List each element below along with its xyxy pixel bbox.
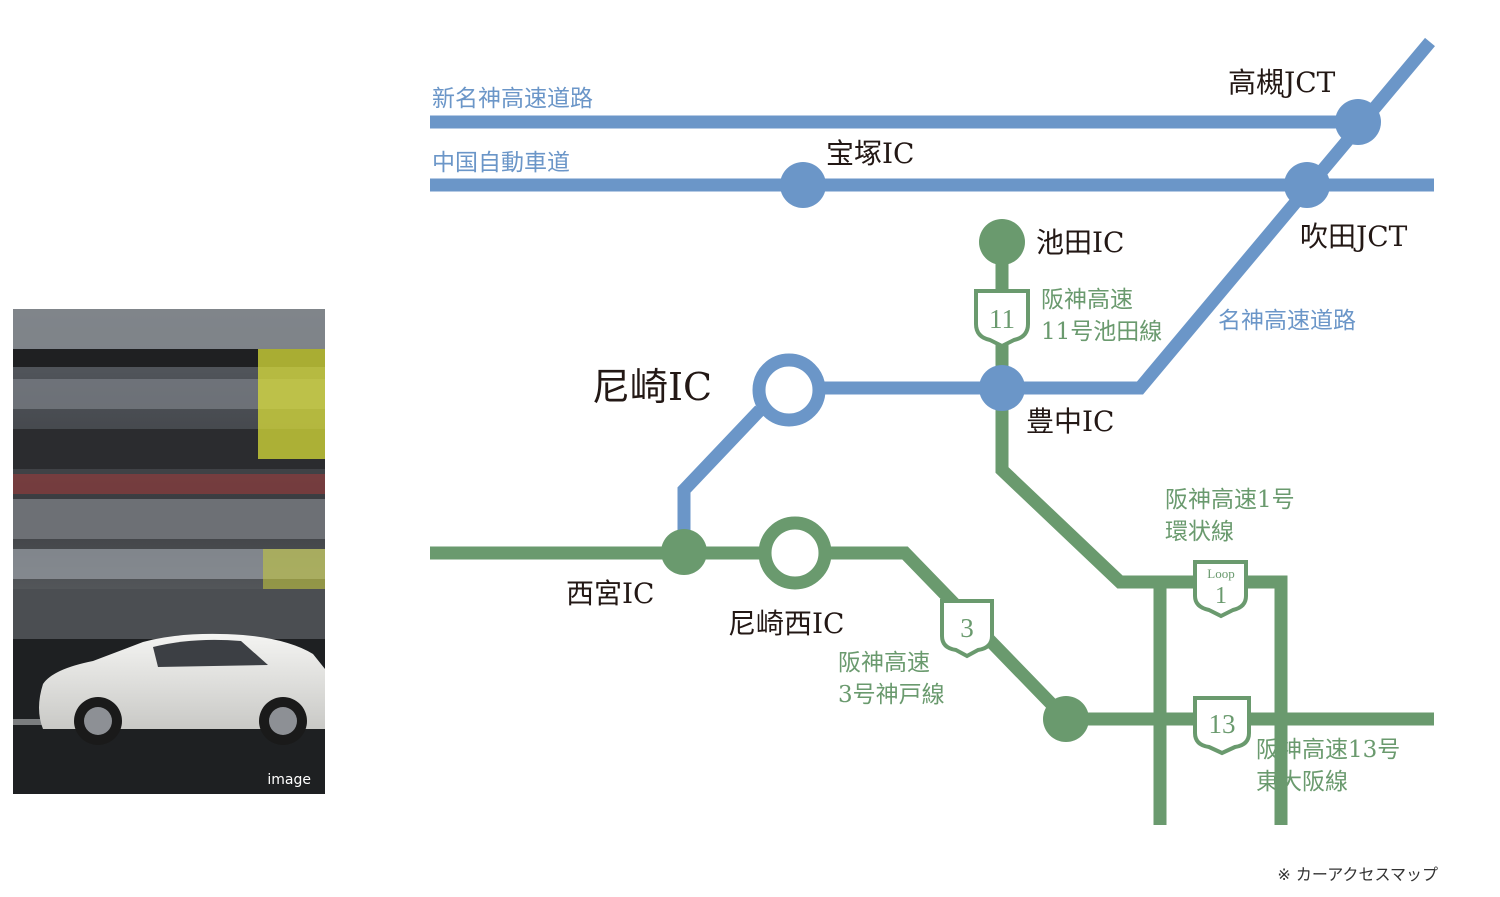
map-note: ※ カーアクセスマップ	[1277, 865, 1438, 884]
ikeda-ic-node	[979, 219, 1025, 265]
amagasaki-nishi-ic-label: 尼崎西IC	[728, 607, 845, 640]
car-photo-image	[13, 309, 325, 794]
loop-number: 1	[1215, 583, 1227, 609]
nishinomiya-ic-node	[661, 529, 707, 575]
suita-jct-node	[1284, 162, 1330, 208]
chugoku-label: 中国自動車道	[432, 150, 570, 176]
amagasaki-ic-label: 尼崎IC	[592, 365, 712, 409]
meishin-road	[790, 37, 1435, 395]
route-13-number: 13	[1209, 709, 1236, 739]
loop-1-shield: Loop 1	[1193, 560, 1248, 619]
hanshin-1-label-line1: 阪神高速1号	[1165, 487, 1295, 513]
nishinomiya-ic-label: 西宮IC	[566, 577, 655, 610]
ikeda-ic-label: 池田IC	[1036, 226, 1125, 259]
car-photo: image	[13, 309, 325, 794]
route-11-number: 11	[989, 304, 1015, 334]
suita-jct-label: 吹田JCT	[1300, 220, 1408, 253]
takarazuka-ic-label: 宝塚IC	[826, 137, 915, 170]
toyonaka-ic-node	[979, 365, 1025, 411]
toyonaka-ic-label: 豊中IC	[1026, 405, 1115, 438]
hanshin-11-label-line1: 阪神高速	[1041, 287, 1133, 313]
meishin-label: 名神高速道路	[1218, 308, 1356, 334]
route-13-shield: 13	[1193, 696, 1251, 756]
junction-node	[1043, 696, 1089, 742]
hanshin-13-label-line1: 阪神高速13号	[1256, 737, 1400, 763]
hanshin-3-label-line1: 阪神高速	[838, 650, 930, 676]
amagasaki-nishi-ic-node	[758, 516, 832, 590]
takatsuki-jct-label: 高槻JCT	[1228, 66, 1336, 99]
hanshin-1-label-line2: 環状線	[1165, 519, 1234, 545]
hanshin-13-label-line2: 東大阪線	[1256, 769, 1348, 795]
amagasaki-ic-node	[752, 353, 826, 427]
hanshin-11-road	[995, 242, 1160, 589]
amagasaki-connector	[677, 405, 765, 548]
route-3-number: 3	[960, 613, 974, 643]
route-3-shield: 3	[940, 599, 994, 659]
loop-label: Loop	[1207, 566, 1234, 581]
hanshin-3-label-line2: 3号神戸線	[838, 682, 945, 708]
takarazuka-ic-node	[780, 162, 826, 208]
shin-meishin-label: 新名神高速道路	[432, 86, 593, 112]
hanshin-11-label-line2: 11号池田線	[1041, 319, 1162, 345]
takatsuki-jct-node	[1335, 99, 1381, 145]
route-11-shield: 11	[974, 289, 1030, 349]
photo-caption: image	[267, 772, 311, 788]
